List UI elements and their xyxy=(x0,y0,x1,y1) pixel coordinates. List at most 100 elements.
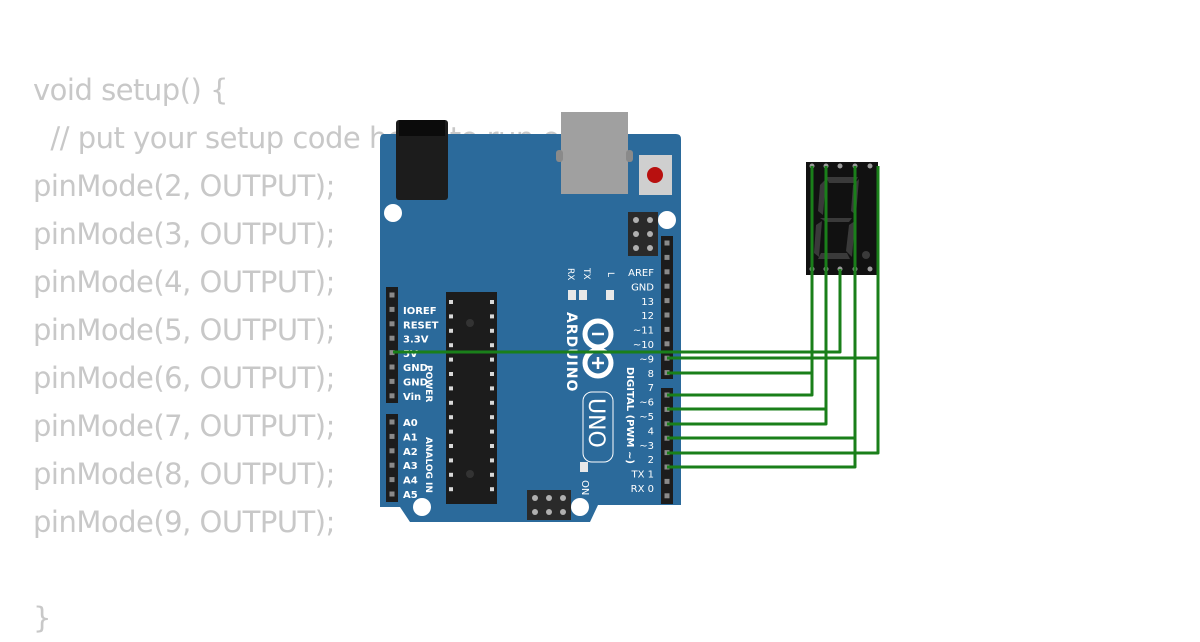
digital-pin-label: GND xyxy=(631,282,654,293)
power-pin-label: 5V xyxy=(403,349,418,360)
mounting-hole xyxy=(413,498,431,516)
rx-led xyxy=(579,290,587,300)
digital-header-high xyxy=(661,236,673,379)
power-pin-label: GND xyxy=(403,363,428,374)
header-pin-hole[interactable] xyxy=(664,341,670,347)
wire[interactable] xyxy=(667,166,857,469)
digital-pin-label: ~5 xyxy=(639,412,654,423)
wire[interactable] xyxy=(667,358,880,455)
header-pin-hole[interactable] xyxy=(389,477,395,483)
display-pin[interactable] xyxy=(837,163,843,169)
on-label: ON xyxy=(579,480,590,495)
code-line: void setup() { xyxy=(33,73,228,107)
digital-pin-label: 7 xyxy=(648,383,654,394)
icsp-header xyxy=(628,212,658,256)
chip-pin xyxy=(449,372,453,376)
header-pin-hole[interactable] xyxy=(389,433,395,439)
model-label: UNO xyxy=(583,398,608,448)
wire[interactable] xyxy=(667,269,828,411)
segment-f xyxy=(818,179,826,215)
header-pin-hole[interactable] xyxy=(389,393,395,399)
mounting-hole xyxy=(658,211,676,229)
arduino-logo-icon xyxy=(582,318,614,379)
digital-pin-label: 12 xyxy=(641,311,654,322)
header-pin-hole[interactable] xyxy=(389,350,395,356)
l-led xyxy=(606,290,614,300)
wire[interactable] xyxy=(667,166,814,397)
header-pin-hole[interactable] xyxy=(389,292,395,298)
analog-pin-label: A4 xyxy=(403,476,418,487)
header-pin-hole[interactable] xyxy=(664,326,670,332)
code-line: pinMode(2, OUTPUT); xyxy=(33,169,335,203)
chip-pin xyxy=(490,487,494,492)
chip-pin xyxy=(490,372,494,376)
chip-pin xyxy=(490,357,494,362)
segment-d xyxy=(818,253,850,259)
chip-pin xyxy=(490,472,494,477)
digital-pin-label: ~9 xyxy=(639,354,654,365)
header-pin-hole[interactable] xyxy=(389,378,395,384)
chip-pin xyxy=(449,300,453,304)
header-pin-hole[interactable] xyxy=(389,306,395,312)
digital-pin-label: AREF xyxy=(628,268,654,279)
code-line: pinMode(4, OUTPUT); xyxy=(33,265,335,299)
analog-pin-label: A1 xyxy=(403,432,418,443)
wire[interactable] xyxy=(667,166,828,426)
header-pin-hole[interactable] xyxy=(664,312,670,318)
header-pin-hole[interactable] xyxy=(664,478,670,484)
display-pin[interactable] xyxy=(867,163,873,169)
tx-label: TX xyxy=(581,267,591,280)
mounting-hole xyxy=(571,498,589,516)
header-pin-hole[interactable] xyxy=(389,491,395,497)
display-pin[interactable] xyxy=(867,266,873,272)
header-pin-hole[interactable] xyxy=(389,419,395,425)
analog-header xyxy=(386,414,398,502)
rx-label: RX xyxy=(565,268,575,280)
header-pin-hole[interactable] xyxy=(664,298,670,304)
digital-pin-label: 4 xyxy=(648,426,654,437)
mounting-hole xyxy=(384,204,402,222)
digital-pin-label: RX 0 xyxy=(631,484,654,495)
code-line: } xyxy=(33,601,51,635)
code-line: pinMode(5, OUTPUT); xyxy=(33,313,335,347)
power-pin-label: IOREF xyxy=(403,306,437,317)
header-pin-hole[interactable] xyxy=(664,240,670,246)
code-line: pinMode(3, OUTPUT); xyxy=(33,217,335,251)
digital-pin-label: ~6 xyxy=(639,398,654,409)
chip-pin xyxy=(490,458,494,463)
header-pin-hole[interactable] xyxy=(664,493,670,499)
icsp-header-bottom xyxy=(527,490,571,520)
digital-pin-label: TX 1 xyxy=(631,470,655,481)
chip-pin xyxy=(490,300,494,304)
digital-header-low xyxy=(661,388,673,504)
header-pin-hole[interactable] xyxy=(664,283,670,289)
header-pin-hole[interactable] xyxy=(664,269,670,275)
power-pin-label: RESET xyxy=(403,320,439,331)
seven-segment-display xyxy=(806,162,878,275)
analog-pin-label: A5 xyxy=(403,490,418,501)
chip-pin xyxy=(449,415,453,420)
chip-pin xyxy=(490,328,494,333)
header-pin-hole[interactable] xyxy=(389,462,395,468)
dc-power-jack xyxy=(396,120,448,200)
chip-pin xyxy=(449,400,453,405)
chip-pin xyxy=(449,357,453,362)
header-pin-hole[interactable] xyxy=(389,364,395,370)
chip-pin xyxy=(449,487,453,492)
power-pin-label: Vin xyxy=(403,392,421,403)
chip-pin xyxy=(490,386,494,391)
analog-pin-label: A2 xyxy=(403,447,418,458)
header-pin-hole[interactable] xyxy=(389,448,395,454)
header-pin-hole[interactable] xyxy=(664,254,670,260)
chip-pin xyxy=(449,386,453,391)
code-line: pinMode(7, OUTPUT); xyxy=(33,409,335,443)
wire[interactable] xyxy=(393,269,842,354)
header-pin-hole[interactable] xyxy=(389,321,395,327)
chip-pin xyxy=(449,472,453,477)
header-pin-hole[interactable] xyxy=(389,335,395,341)
power-pin-label: 3.3V xyxy=(403,335,429,346)
chip-pin xyxy=(490,400,494,405)
digital-pin-label: ~11 xyxy=(633,326,654,337)
analog-label: ANALOG IN xyxy=(423,437,433,493)
